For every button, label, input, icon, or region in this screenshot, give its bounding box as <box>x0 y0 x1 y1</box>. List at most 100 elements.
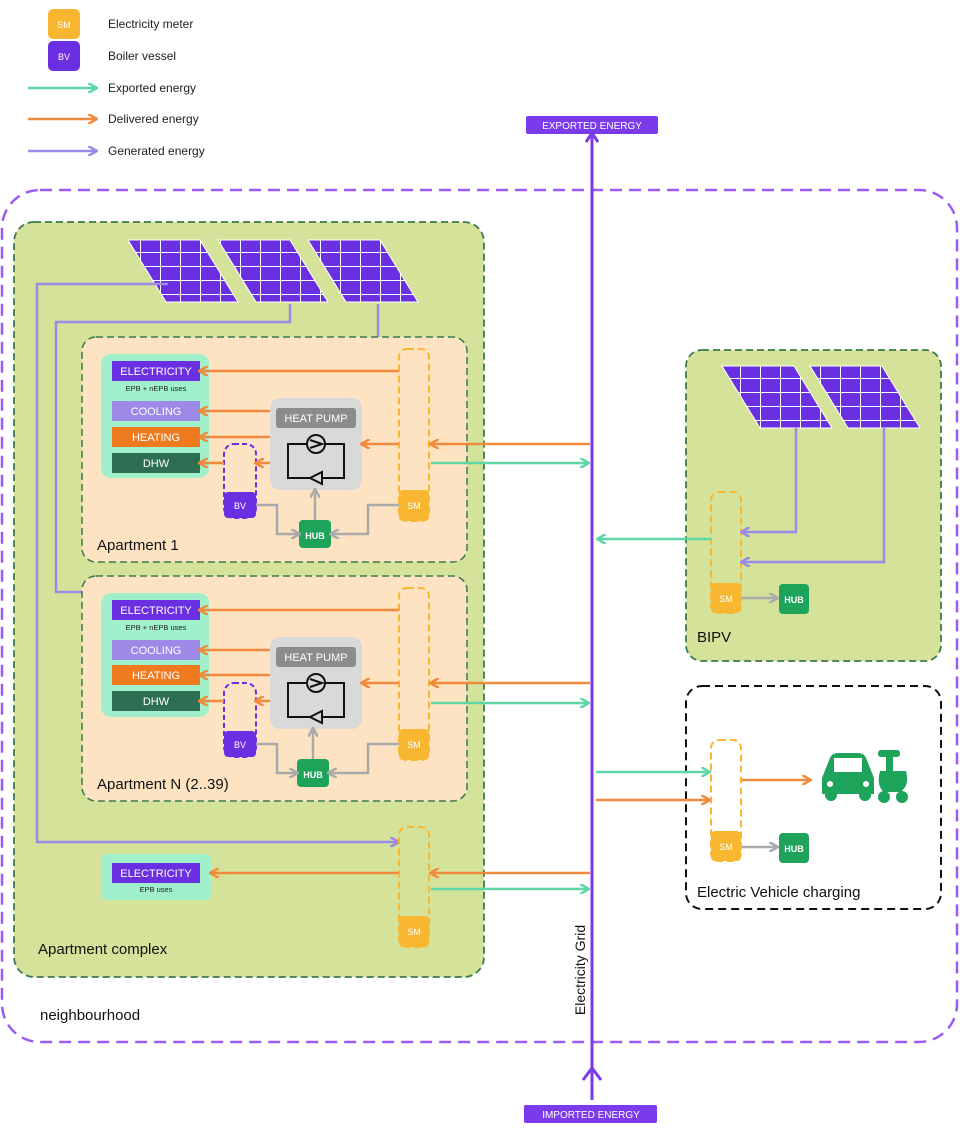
solar-panel <box>127 239 239 303</box>
imported-energy-tag <box>524 1105 657 1123</box>
dhw-use-box <box>112 691 200 711</box>
bipv-label: BIPV <box>697 629 731 646</box>
electricity-use-label: ELECTRICITY <box>120 605 192 617</box>
ev-charging: Electric Vehicle charging SM HUB <box>685 685 942 910</box>
hub-box <box>297 759 329 787</box>
electricity-use-box <box>112 361 200 381</box>
electricity-meter-label: SM <box>407 740 421 750</box>
neighbourhood-boundary <box>0 188 959 1044</box>
hub-label: HUB <box>303 770 323 780</box>
heat-pump-icon <box>287 434 345 486</box>
electricity-meter-base <box>399 490 429 521</box>
common-electricity-sub: EPB uses <box>140 885 173 894</box>
complex-solar-panels <box>127 239 419 303</box>
bipv-panel <box>685 349 942 662</box>
electricity-use-label: ELECTRICITY <box>120 366 192 378</box>
legend: SM Electricity meter BV Boiler vessel Ex… <box>28 9 205 158</box>
legend-generated-label: Generated energy <box>108 144 205 158</box>
apartment-n: Apartment N (2..39) ELECTRICITY EPB + nE… <box>81 575 468 802</box>
common-electricity-meter-label: SM <box>407 927 421 937</box>
heating-use-label: HEATING <box>132 432 180 444</box>
hub-box <box>779 584 809 614</box>
solar-panel <box>217 239 329 303</box>
dhw-use-label: DHW <box>143 696 170 708</box>
solar-panel <box>809 365 921 429</box>
common-electricity-label: ELECTRICITY <box>120 868 192 880</box>
common-electricity-meter-base <box>399 916 429 947</box>
heat-pump-header <box>276 647 356 667</box>
grid-flows <box>431 444 711 889</box>
heat-pump-icon <box>287 673 345 725</box>
legend-sm-abbr: SM <box>57 20 71 30</box>
common-electricity-box <box>112 863 200 883</box>
generation-line <box>742 428 886 562</box>
hub-label: HUB <box>784 595 804 605</box>
legend-sm-label: Electricity meter <box>108 17 193 31</box>
legend-bv-abbr: BV <box>58 52 70 62</box>
boiler-vessel-base <box>224 492 256 518</box>
cooling-use-label: COOLING <box>131 645 182 657</box>
imported-energy-label: IMPORTED ENERGY <box>542 1110 640 1121</box>
dhw-use-box <box>112 453 200 473</box>
hub-label: HUB <box>305 531 325 541</box>
hub-label: HUB <box>784 844 804 854</box>
arrow-meter-to-hub <box>331 503 399 534</box>
aptn-delivered-arrows <box>200 610 399 701</box>
arrow-bv-to-hub <box>256 503 299 534</box>
electricity-meter-base <box>711 831 741 861</box>
electricity-meter <box>710 739 742 862</box>
cooling-use-box <box>112 640 200 660</box>
aptn-monitoring-arrows <box>256 729 399 773</box>
arrow-meter-to-hub <box>329 742 399 773</box>
ev-charging-panel <box>685 685 942 910</box>
heat-pump-label: HEAT PUMP <box>284 652 347 664</box>
heating-use-label: HEATING <box>132 670 180 682</box>
scooter-icon <box>878 750 908 803</box>
hub-box <box>299 520 331 548</box>
dhw-use-label: DHW <box>143 458 170 470</box>
hub-box <box>779 833 809 863</box>
car-icon <box>822 753 874 801</box>
electricity-use-box <box>112 600 200 620</box>
electricity-meter-base <box>399 729 429 760</box>
cooling-use-box <box>112 401 200 421</box>
electricity-use-sub: EPB + nEPB uses <box>126 623 187 632</box>
legend-exported-label: Exported energy <box>108 81 196 95</box>
exported-energy-tag <box>526 116 658 134</box>
apt1-monitoring-arrows <box>256 490 399 534</box>
electricity-meter-label: SM <box>719 594 733 604</box>
solar-panel <box>307 239 419 303</box>
apartment-1: Apartment 1 ELECTRICITY EPB + nEPB uses … <box>81 336 468 563</box>
electricity-meter-label: SM <box>407 501 421 511</box>
electricity-meter-label: SM <box>719 842 733 852</box>
cooling-use-label: COOLING <box>131 406 182 418</box>
bipv: BIPV SM HUB <box>685 349 942 662</box>
neighbourhood-label: neighbourhood <box>40 1007 140 1024</box>
solar-panel <box>721 365 833 429</box>
legend-sm-swatch <box>48 9 80 39</box>
complex-common-use: ELECTRICITY EPB uses SM <box>101 826 430 948</box>
heat-pump-label: HEAT PUMP <box>284 413 347 425</box>
exported-energy-label: EXPORTED ENERGY <box>542 121 642 132</box>
heating-use-box <box>112 665 200 685</box>
bipv-generation-lines <box>742 428 886 562</box>
apt1-delivered-arrows <box>200 371 399 463</box>
apartment-complex-label: Apartment complex <box>38 941 168 958</box>
legend-bv-swatch <box>48 41 80 71</box>
electricity-meter-base <box>711 583 741 613</box>
boiler-vessel-label: BV <box>234 740 246 750</box>
apartment-n-label: Apartment N (2..39) <box>97 776 229 793</box>
heat-pump-header <box>276 408 356 428</box>
boiler-vessel-label: BV <box>234 501 246 511</box>
generation-line <box>742 428 798 532</box>
grid-import-arrowhead <box>581 1065 603 1081</box>
heating-use-box <box>112 427 200 447</box>
electricity-grid: EXPORTED ENERGY IMPORTED ENERGY Electric… <box>524 116 658 1123</box>
legend-delivered-label: Delivered energy <box>108 112 199 126</box>
generation-line-complex <box>35 282 398 842</box>
ev-charging-label: Electric Vehicle charging <box>697 884 860 901</box>
arrow-bv-to-hub <box>256 742 297 773</box>
electricity-grid-label: Electricity Grid <box>572 925 588 1015</box>
electricity-meter <box>710 491 742 614</box>
